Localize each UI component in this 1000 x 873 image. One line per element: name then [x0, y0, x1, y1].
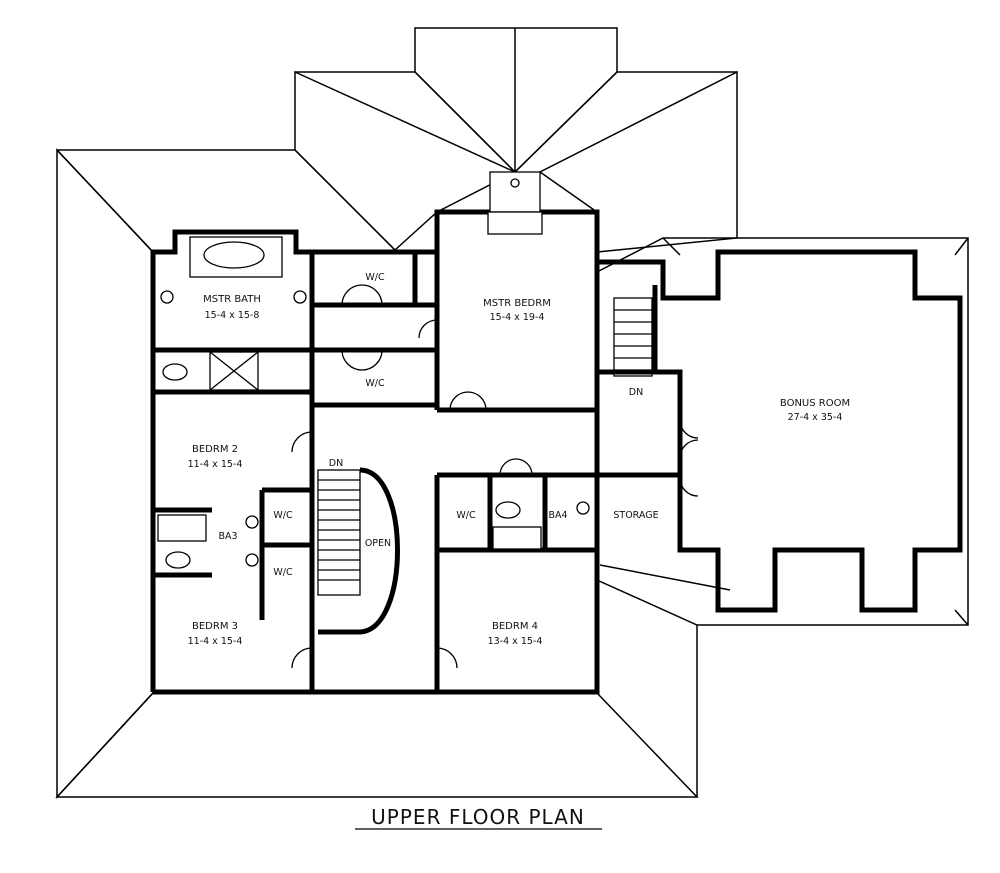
- room-dims-bedrm-2: 11-4 x 15-4: [188, 459, 243, 470]
- room-name-bonus-room: BONUS ROOM: [780, 398, 850, 409]
- sink-icon: [293, 290, 307, 304]
- sink-icon: [245, 515, 259, 529]
- room-name-mstr-bedrm: MSTR BEDRM: [483, 298, 551, 309]
- room-dims-bedrm-4: 13-4 x 15-4: [488, 636, 543, 647]
- sink-icon: [576, 501, 590, 515]
- sink-icon: [160, 290, 174, 304]
- label-ba4: BA4: [548, 510, 567, 521]
- stair-bonus: [613, 297, 653, 377]
- label-dn-bonus: DN: [629, 387, 643, 398]
- label-dn-main: DN: [329, 458, 343, 469]
- bathtub-icon: [203, 241, 265, 269]
- room-dims-mstr-bath: 15-4 x 15-8: [205, 310, 260, 321]
- label-storage: STORAGE: [613, 510, 658, 521]
- bathtub-icon: [157, 514, 207, 542]
- room-dims-mstr-bedrm: 15-4 x 19-4: [490, 312, 545, 323]
- room-labels: MSTR BATH 15-4 x 15-8 MSTR BEDRM 15-4 x …: [188, 272, 851, 647]
- label-ba3: BA3: [218, 531, 237, 542]
- label-open: OPEN: [365, 538, 391, 549]
- fireplace-icon: [489, 171, 541, 213]
- label-wic-lower: W/C: [365, 378, 385, 389]
- walls: [150, 209, 963, 695]
- label-wic-bedrm2: W/C: [273, 510, 293, 521]
- plan-title: UPPER FLOOR PLAN: [371, 805, 585, 829]
- stair-main: [317, 467, 400, 635]
- room-dims-bedrm-3: 11-4 x 15-4: [188, 636, 243, 647]
- room-name-mstr-bath: MSTR BATH: [203, 294, 261, 305]
- bathtub-icon: [492, 526, 542, 550]
- room-name-bedrm-2: BEDRM 2: [192, 444, 238, 455]
- sink-icon: [245, 553, 259, 567]
- label-wic-upper: W/C: [365, 272, 385, 283]
- room-name-bedrm-4: BEDRM 4: [492, 621, 538, 632]
- room-name-bedrm-3: BEDRM 3: [192, 621, 238, 632]
- toilet-icon: [495, 501, 521, 519]
- fixtures: [157, 171, 699, 669]
- toilet-icon: [162, 363, 188, 381]
- room-dims-bonus-room: 27-4 x 35-4: [788, 412, 843, 423]
- label-wic-bedrm4: W/C: [456, 510, 476, 521]
- toilet-icon: [165, 551, 191, 569]
- label-wic-bedrm3: W/C: [273, 567, 293, 578]
